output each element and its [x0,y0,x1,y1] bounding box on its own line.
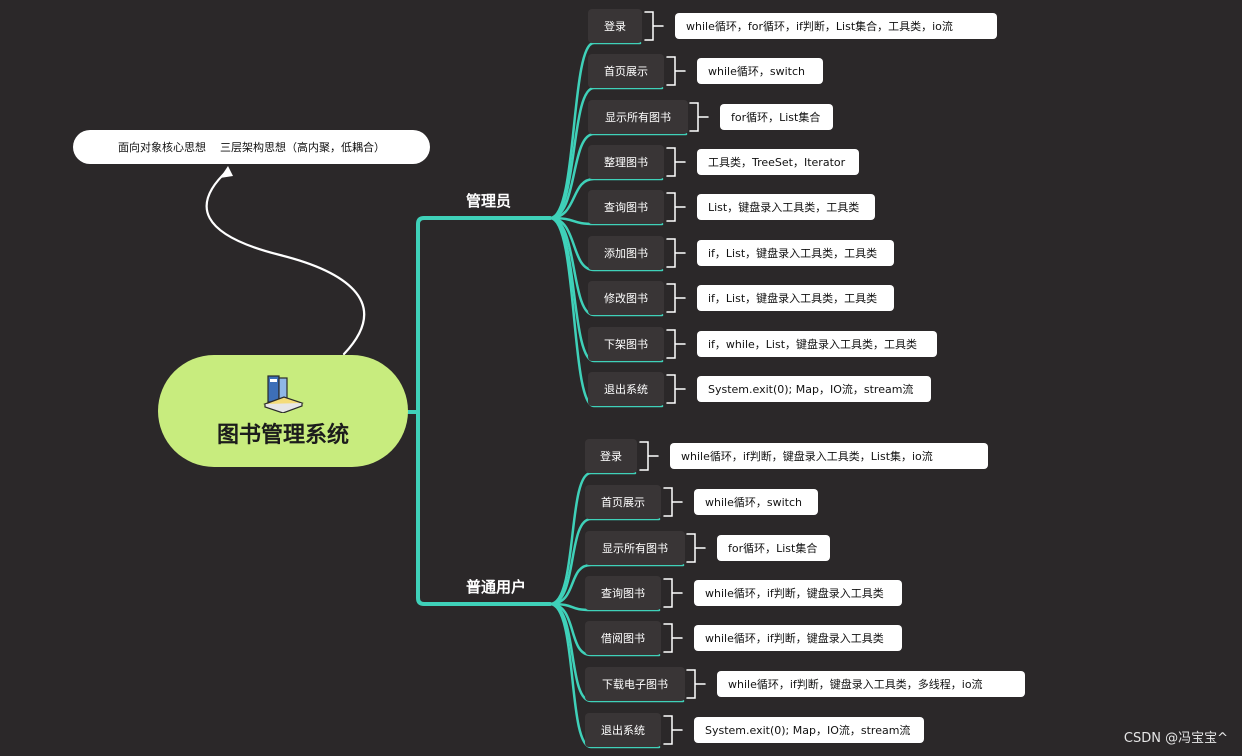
user-node[interactable]: 退出系统 [585,713,661,747]
user-node[interactable]: 首页展示 [585,485,661,519]
bracket-user-4 [663,623,683,653]
user-detail: while循环，if判断，键盘录入工具类，多线程，io流 [717,671,1025,697]
user-detail: System.exit(0); Map，IO流，stream流 [694,717,924,743]
bracket-admin-3 [666,147,686,177]
user-detail: while循环，if判断，键盘录入工具类 [694,625,902,651]
bracket-user-1 [663,487,683,517]
bracket-admin-2 [689,102,709,132]
watermark: CSDN @冯宝宝^ [1123,731,1228,746]
admin-detail: for循环，List集合 [720,104,833,130]
admin-node[interactable]: 整理图书 [588,145,664,179]
user-node[interactable]: 登录 [585,439,637,473]
user-detail: while循环，switch [694,489,818,515]
bracket-admin-6 [666,283,686,313]
bracket-admin-1 [666,56,686,86]
admin-node[interactable]: 首页展示 [588,54,664,88]
bracket-admin-5 [666,238,686,268]
bracket-user-3 [663,578,683,608]
connector-note-arrow [205,168,366,356]
admin-detail: List，键盘录入工具类，工具类 [697,194,875,220]
connector-root-user [416,410,552,606]
admin-detail: 工具类，TreeSet，Iterator [697,149,859,175]
user-node[interactable]: 下载电子图书 [585,667,685,701]
bracket-admin-7 [666,329,686,359]
admin-node[interactable]: 下架图书 [588,327,664,361]
bracket-admin-0 [644,11,664,41]
user-node[interactable]: 显示所有图书 [585,531,685,565]
bracket-user-6 [663,715,683,745]
design-note: 面向对象核心思想 三层架构思想（高内聚，低耦合） [73,130,430,164]
user-node[interactable]: 借阅图书 [585,621,661,655]
connector-user-3 [548,602,661,612]
root-title: 图书管理系统 [216,423,349,448]
admin-node[interactable]: 添加图书 [588,236,664,270]
branch-admin[interactable]: 管理员 [466,192,512,210]
admin-node[interactable]: 查询图书 [588,190,664,224]
bracket-user-2 [686,533,706,563]
bracket-user-5 [686,669,706,699]
user-detail: while循环，if判断，键盘录入工具类 [694,580,902,606]
branch-user[interactable]: 普通用户 [466,578,527,596]
admin-detail: System.exit(0); Map，IO流，stream流 [697,376,931,402]
user-node[interactable]: 查询图书 [585,576,661,610]
admin-detail: if，List，键盘录入工具类，工具类 [697,240,894,266]
connector-user-0 [548,471,637,606]
admin-node[interactable]: 退出系统 [588,372,664,406]
connector-admin-3 [548,177,664,220]
connector-root-admin [406,216,552,414]
bracket-admin-8 [666,374,686,404]
admin-detail: while循环，for循环，if判断，List集合，工具类，io流 [675,13,997,39]
connector-admin-2 [548,132,688,220]
admin-detail: if，List，键盘录入工具类，工具类 [697,285,894,311]
root-node[interactable]: 图书管理系统 [158,355,408,467]
admin-node[interactable]: 显示所有图书 [588,100,688,134]
connector-user-2 [548,563,685,606]
connector-admin-1 [548,86,664,220]
arrowhead-icon [220,166,233,178]
admin-node[interactable]: 修改图书 [588,281,664,315]
connector-admin-0 [548,41,642,220]
books-icon [263,375,304,413]
admin-detail: while循环，switch [697,58,823,84]
user-detail: for循环，List集合 [717,535,830,561]
admin-node[interactable]: 登录 [588,9,642,43]
bracket-user-0 [639,441,659,471]
bracket-admin-4 [666,192,686,222]
connector-user-1 [548,517,661,606]
admin-detail: if，while，List，键盘录入工具类，工具类 [697,331,937,357]
user-detail: while循环，if判断，键盘录入工具类，List集，io流 [670,443,988,469]
